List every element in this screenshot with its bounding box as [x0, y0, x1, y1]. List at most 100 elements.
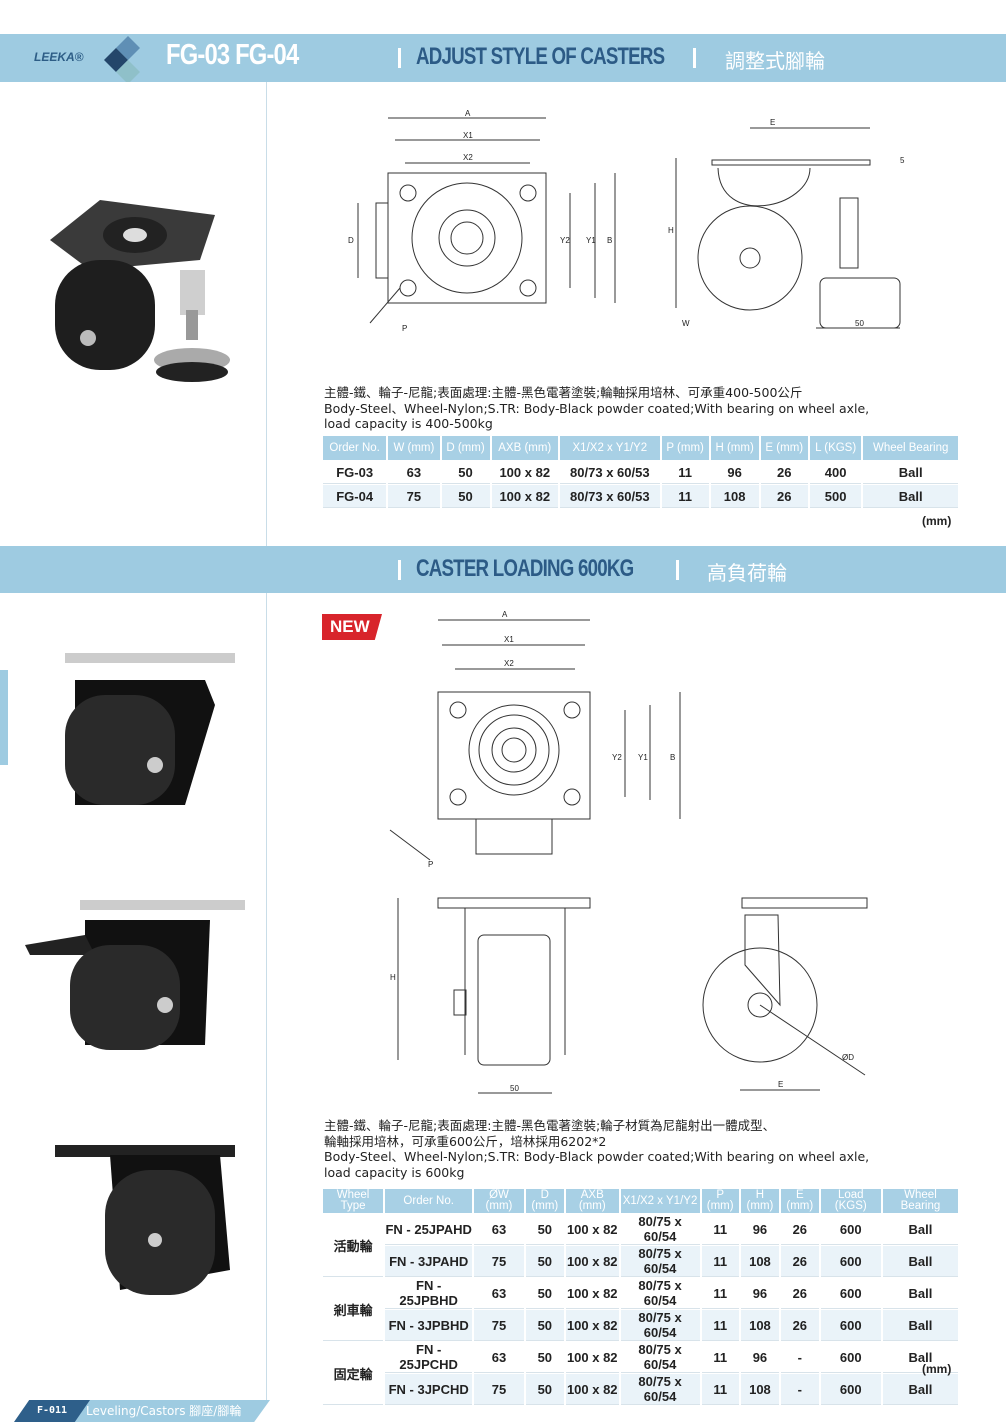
table-cell: 80/75 x 60/54	[620, 1310, 700, 1341]
svg-text:5: 5	[900, 156, 905, 165]
table-cell: 80/75 x 60/54	[620, 1278, 700, 1309]
table-cell: FN - 3JPCHD	[385, 1374, 473, 1405]
side-tab	[0, 670, 8, 765]
column-header: H (mm)	[740, 1189, 780, 1213]
table-cell: 50	[525, 1342, 564, 1373]
table-cell: 50	[525, 1214, 564, 1245]
table-cell: Ball	[882, 1246, 958, 1277]
column-header: X1/X2 x Y1/Y2	[620, 1189, 700, 1213]
wheel-type-cell: 活動輪	[323, 1214, 384, 1277]
section2-title-en: CASTER LOADING 600KG	[416, 555, 634, 582]
svg-text:Y2: Y2	[612, 753, 622, 762]
table-cell: 96	[710, 461, 759, 484]
table-cell: FG-03	[323, 461, 387, 484]
table-cell: 600	[820, 1342, 881, 1373]
column-divider	[266, 82, 267, 546]
column-header: D (mm)	[525, 1189, 564, 1213]
desc-en: load capacity is 600kg	[324, 1164, 465, 1180]
column-header: H (mm)	[710, 436, 759, 460]
svg-text:H: H	[390, 973, 396, 982]
svg-text:B: B	[607, 236, 612, 245]
table-cell: 100 x 82	[565, 1374, 619, 1405]
table-cell: 600	[820, 1310, 881, 1341]
table-cell: FN - 25JPBHD	[385, 1278, 473, 1309]
table-cell: FN - 3JPBHD	[385, 1310, 473, 1341]
column-divider	[266, 593, 267, 1401]
section-band: CASTER LOADING 600KG 高負荷輪	[0, 546, 1006, 593]
product1-spec-table: Order No.W (mm)D (mm)AXB (mm)X1/X2 x Y1/…	[321, 435, 960, 509]
desc-en: Body-Steel、Wheel-Nylon;S.TR: Body-Black …	[324, 1149, 870, 1164]
fixed-caster-photo	[55, 1145, 235, 1295]
table-cell: 50	[441, 485, 490, 508]
table-cell: 80/73 x 60/53	[559, 461, 660, 484]
table-cell: Ball	[882, 1214, 958, 1245]
table-cell: Ball	[882, 1310, 958, 1341]
table-cell: 26	[781, 1246, 819, 1277]
svg-text:D: D	[348, 236, 354, 245]
table-cell: 400	[809, 461, 862, 484]
table-cell: 500	[809, 485, 862, 508]
column-header: E (mm)	[760, 436, 808, 460]
footer-text: Leveling/Castors 腳座/腳輪	[72, 1400, 270, 1422]
wheel-type-cell: 剎車輪	[323, 1278, 384, 1341]
svg-text:A: A	[502, 610, 508, 619]
section-title-cn: 調整式腳輪	[725, 49, 825, 73]
table-cell: 11	[661, 461, 709, 484]
table-cell: 50	[525, 1374, 564, 1405]
swivel-caster-photo	[65, 653, 235, 805]
table-cell: 600	[820, 1246, 881, 1277]
table-cell: 100 x 82	[565, 1342, 619, 1373]
unit-label: (mm)	[922, 514, 952, 528]
column-header: W (mm)	[388, 436, 440, 460]
table-cell: FN - 25JPCHD	[385, 1342, 473, 1373]
table-cell: 11	[701, 1246, 739, 1277]
table-cell: 11	[661, 485, 709, 508]
column-header: E (mm)	[781, 1189, 819, 1213]
svg-text:P: P	[428, 860, 433, 869]
svg-text:B: B	[670, 753, 675, 762]
column-header: L (KGS)	[809, 436, 862, 460]
column-header: Order No.	[323, 436, 387, 460]
table-cell: 108	[710, 485, 759, 508]
column-header: X1/X2 x Y1/Y2	[559, 436, 660, 460]
svg-text:W: W	[682, 319, 690, 328]
table-cell: Ball	[863, 485, 958, 508]
table-cell: 11	[701, 1278, 739, 1309]
section2-title-cn: 高負荷輪	[707, 561, 787, 585]
product2-description: 主體-鐵、輪子-尼龍;表面處理:主體-黑色電著塗裝;輪子材質為尼龍射出一體成型、…	[324, 1118, 869, 1180]
table-cell: 63	[474, 1278, 524, 1309]
svg-text:Y1: Y1	[638, 753, 648, 762]
column-header: Wheel Bearing	[882, 1189, 958, 1213]
table-cell: 11	[701, 1214, 739, 1245]
header-band: LEEKA® FG-03 FG-04 ADJUST STYLE OF CASTE…	[0, 34, 1006, 82]
table-cell: Ball	[882, 1278, 958, 1309]
divider	[398, 48, 401, 68]
column-header: ØW (mm)	[474, 1189, 524, 1213]
desc-cn: 主體-鐵、輪子-尼龍;表面處理:主體-黑色電著塗裝;輪子材質為尼龍射出一體成型、	[324, 1118, 776, 1133]
table-cell: 11	[701, 1374, 739, 1405]
table-cell: 11	[701, 1342, 739, 1373]
divider	[676, 560, 679, 580]
svg-text:ØD: ØD	[842, 1053, 854, 1062]
table-cell: 80/73 x 60/53	[559, 485, 660, 508]
table-cell: 26	[781, 1310, 819, 1341]
svg-text:X2: X2	[463, 153, 473, 162]
table-cell: 80/75 x 60/54	[620, 1342, 700, 1373]
table-cell: 108	[740, 1374, 780, 1405]
table-cell: 108	[740, 1310, 780, 1341]
svg-text:E: E	[778, 1080, 783, 1089]
table-cell: Ball	[863, 461, 958, 484]
column-header: P (mm)	[661, 436, 709, 460]
table-cell: FN - 25JPAHD	[385, 1214, 473, 1245]
unit-label: (mm)	[922, 1362, 952, 1376]
section-title-en: ADJUST STYLE OF CASTERS	[416, 43, 665, 70]
